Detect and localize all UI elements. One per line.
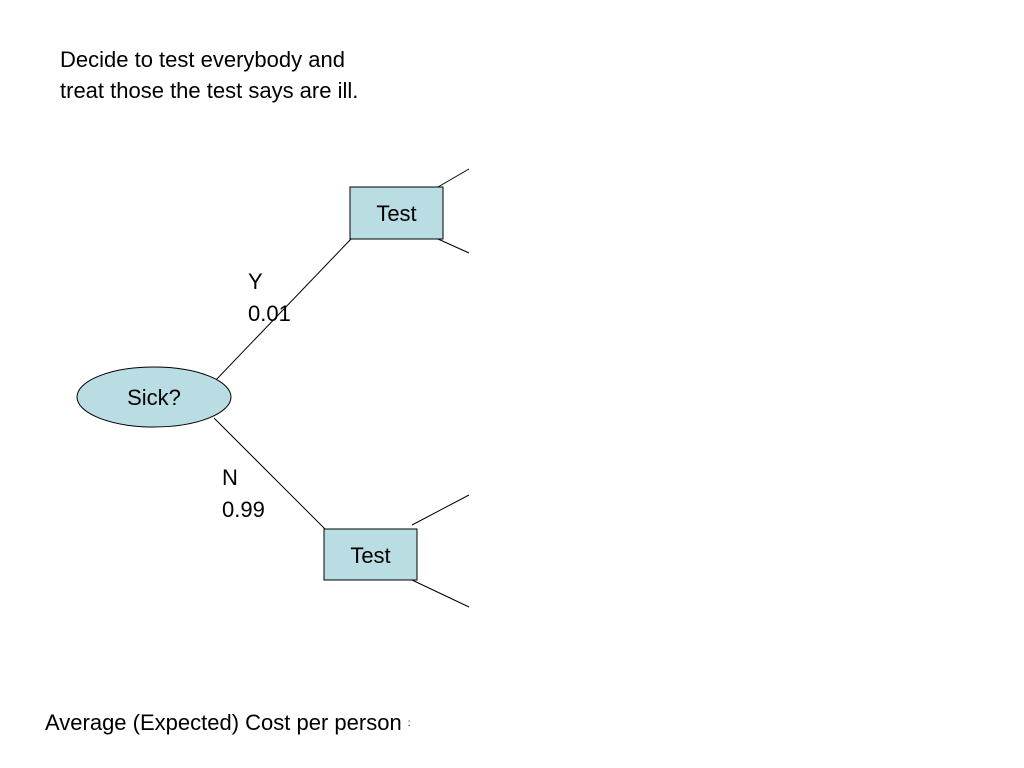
edge-sick-no [213, 417, 326, 530]
intro-line-1: Decide to test everybody and [60, 47, 345, 72]
intro-line-2: treat those the test says are ill. [60, 78, 359, 103]
test-node-yes-branch: Test [349, 186, 444, 240]
expected-cost-line: Average (Expected) Cost per person: [45, 708, 410, 739]
branch-yes-outcome: Y [248, 269, 263, 294]
edge-test-no-upper [411, 494, 470, 526]
test-node-no-label: Test [350, 543, 390, 568]
branch-no-outcome: N [222, 465, 238, 490]
chance-node-sick: Sick? [76, 366, 232, 428]
edge-test-yes-lower [437, 238, 470, 254]
edge-test-no-lower [411, 579, 470, 608]
test-node-no-branch: Test [323, 528, 418, 581]
expected-cost-label: Average (Expected) Cost per person [45, 710, 402, 735]
branch-no-probability: 0.99 [222, 497, 265, 522]
edge-test-yes-upper [437, 168, 470, 188]
expected-cost-colon: : [407, 718, 411, 730]
chance-node-sick-label: Sick? [127, 385, 181, 410]
branch-yes-probability: 0.01 [248, 301, 291, 326]
slide-intro-text: Decide to test everybody and treat those… [60, 44, 358, 106]
test-node-yes-label: Test [376, 201, 416, 226]
edge-sick-yes [213, 238, 352, 383]
